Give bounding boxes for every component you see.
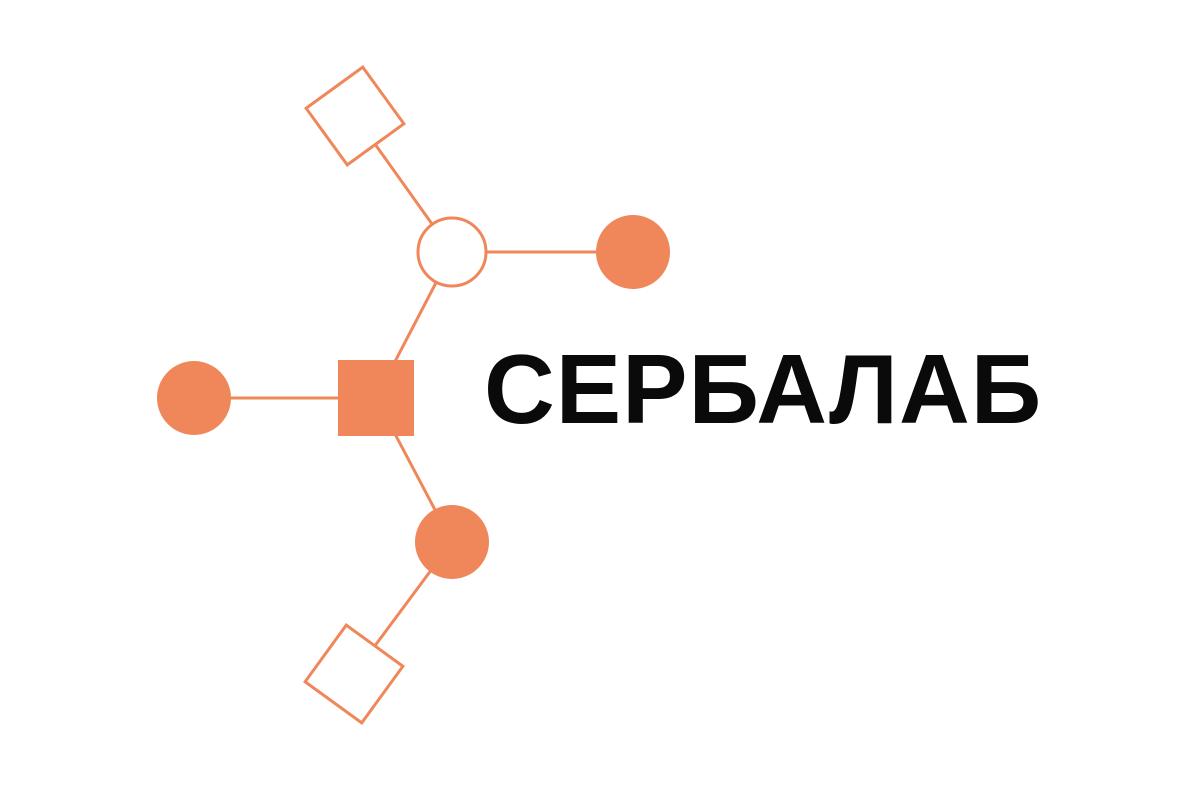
hollow-diamond-node-top <box>304 65 406 167</box>
filled-circle-node-left <box>157 361 231 435</box>
hollow-diamond-node-bottom <box>303 623 405 725</box>
brand-wordmark: СЕРБАЛАБ <box>484 334 1043 444</box>
hollow-circle-node <box>416 216 488 288</box>
filled-circle-node-bottom <box>415 505 489 579</box>
filled-square-node-center <box>338 360 414 436</box>
filled-circle-node-right <box>596 215 670 289</box>
